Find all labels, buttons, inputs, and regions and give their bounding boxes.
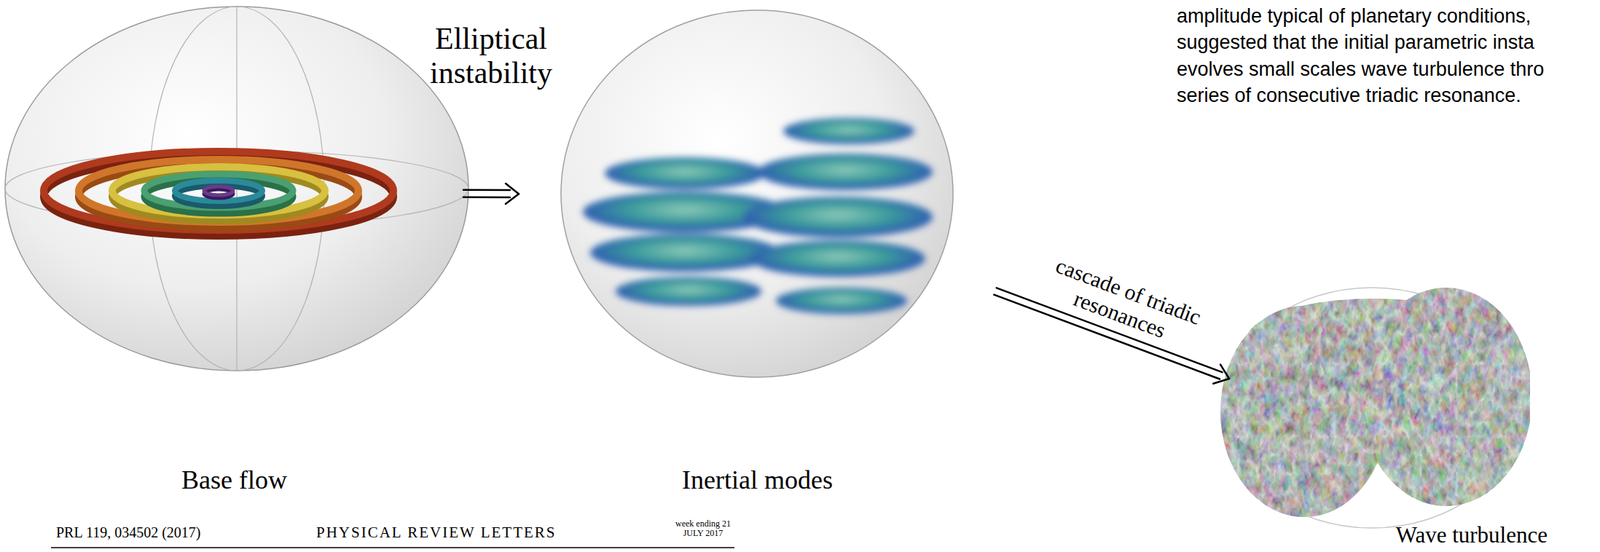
illustration-panel: Wave turbulence [1229, 290, 1552, 552]
panel-caption: Wave turbulence [1395, 522, 1548, 549]
journal-header: PHYSICAL REVIEW LETTERS [316, 523, 557, 542]
inertial-modes-sphere [561, 10, 954, 378]
base-flow-sphere [5, 6, 469, 371]
illustration-panel: Base flow [5, 6, 464, 503]
header-rule [51, 547, 735, 549]
body-text: amplitude typical of planetary condition… [1176, 2, 1596, 110]
wave-turbulence-field [1216, 284, 1531, 529]
edge-label: Elliptical instability [403, 21, 579, 91]
panel-caption: Inertial modes [681, 465, 833, 496]
panel-caption: Base flow [181, 465, 288, 496]
edge-label: cascade of triadic resonances [1026, 246, 1222, 360]
illustration-panel: Inertial modes [518, 10, 996, 503]
double-arrow [463, 183, 519, 205]
journal-header: PRL 119, 034502 (2017) [56, 524, 202, 542]
journal-header: week ending 21 JULY 2017 [673, 519, 733, 539]
